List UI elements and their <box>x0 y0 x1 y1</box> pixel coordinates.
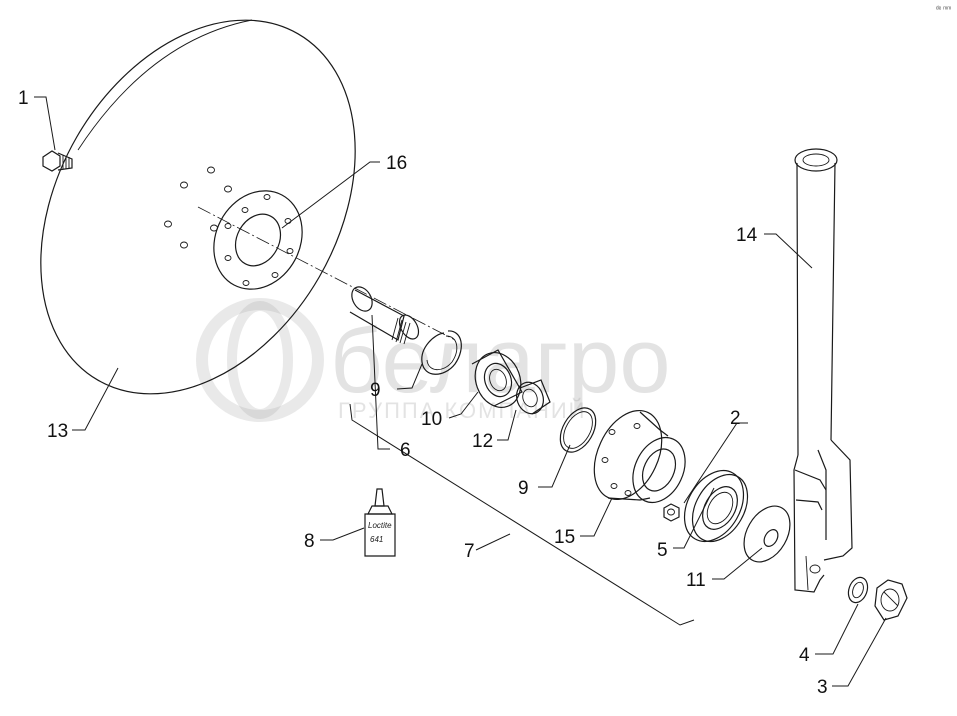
large-nut-part-3 <box>874 579 908 621</box>
callout-6: 6 <box>400 440 411 461</box>
axle-pin-part-6 <box>349 286 420 345</box>
callout-3: 3 <box>817 677 828 698</box>
watermark-logo-mark <box>196 298 324 422</box>
bushing-part-12 <box>516 379 551 415</box>
snap-ring-part-9-lower <box>559 407 597 453</box>
callout-labels: 1 2 3 4 5 6 7 8 9 9 10 11 12 13 14 15 16 <box>18 88 828 698</box>
leader-lines <box>34 96 887 687</box>
flange-plate-part-16 <box>213 190 303 290</box>
assembly-bracket-7 <box>349 403 695 626</box>
corner-mark: ᵈᵉ ᵐᵐ <box>936 6 951 13</box>
snap-ring-part-9-upper <box>421 330 462 375</box>
callout-14: 14 <box>736 225 758 246</box>
hub-part-15 <box>593 409 686 504</box>
watermark-tagline: ГРУППА КОМПАНИЙ <box>338 398 587 423</box>
disc-part-13 <box>40 19 356 395</box>
arm-part-14 <box>793 148 853 593</box>
callout-12: 12 <box>472 431 493 452</box>
callout-7: 7 <box>464 541 475 562</box>
seal-part-5 <box>683 470 749 543</box>
bearing-part-10 <box>471 349 523 408</box>
callout-10: 10 <box>421 409 442 430</box>
callout-1: 1 <box>18 88 29 109</box>
watermark: белагро ГРУППА КОМПАНИЙ <box>196 298 671 423</box>
callout-9-lower: 9 <box>518 478 529 499</box>
bottle-label-brand: Loctite <box>368 521 392 530</box>
lock-washer-part-4 <box>847 576 869 604</box>
callout-9-upper: 9 <box>370 380 381 401</box>
callout-4: 4 <box>799 645 810 666</box>
disc-bolt-holes <box>164 166 232 249</box>
small-nut-part-2 <box>663 503 680 522</box>
callout-2: 2 <box>730 408 741 429</box>
bottle-label-number: 641 <box>370 535 383 544</box>
callout-8: 8 <box>304 531 315 552</box>
bolt-part-1 <box>42 150 73 172</box>
washer-part-11 <box>743 505 791 563</box>
callout-11: 11 <box>686 570 706 591</box>
center-axis <box>197 206 456 341</box>
callout-13: 13 <box>47 421 68 442</box>
watermark-brand: белагро <box>330 310 671 412</box>
callout-5: 5 <box>657 540 668 561</box>
callout-16: 16 <box>386 153 407 174</box>
loctite-bottle-part-8: Loctite 641 <box>364 488 396 557</box>
callout-15: 15 <box>554 527 575 548</box>
